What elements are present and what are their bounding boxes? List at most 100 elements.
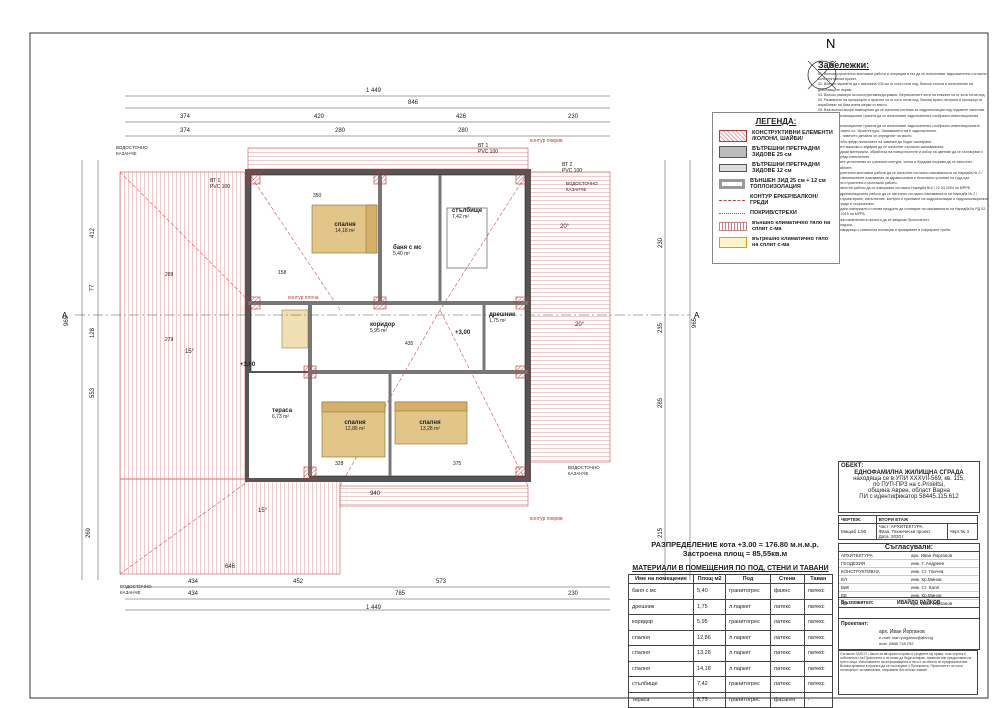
designer-email: e-mail: ivan.yorganov@abv.bg	[879, 635, 933, 640]
cell: 13,28	[693, 645, 727, 662]
investor-label: Възложител:	[841, 600, 874, 606]
dim-bot2-3: 573	[436, 579, 447, 585]
cell: латекс	[769, 645, 805, 662]
designer-name: арх. Иван Йорганов	[879, 629, 925, 635]
dim-right-3: 285	[658, 397, 665, 409]
level-mark-1: +3,00	[455, 330, 471, 336]
north-arrow: N	[807, 36, 837, 90]
section-mark-left: A	[62, 311, 68, 320]
dim-right-4: 215	[658, 527, 665, 539]
note-item: 16. Всички зидани материали и готови про…	[818, 207, 987, 217]
downpipe-label: КАЗАНЧЕ	[120, 590, 141, 595]
columns	[247, 171, 529, 480]
signatory: инж. Г. Андреев	[911, 561, 944, 566]
cell: латекс	[803, 629, 834, 646]
cell: латекс	[769, 676, 805, 693]
room-area: 1,75 m²	[489, 318, 506, 324]
legend-swatch	[719, 179, 745, 189]
downpipe-tr: ВОДОСТОЧНО КАЗАНЧЕ	[566, 181, 598, 193]
room-area: 14,18 m²	[335, 228, 355, 234]
legend-item: КОНТУР ЕРКЕР/БАЛКОН/ГРЕДИ	[719, 194, 833, 206]
pvc-label: PVC 100	[478, 149, 499, 155]
col-header: Стени	[769, 574, 805, 584]
ac-indoor-icon	[719, 236, 747, 248]
ridge-5	[119, 171, 249, 301]
legend-swatch-hatch	[719, 130, 747, 142]
cell: латекс	[803, 614, 834, 631]
furniture-beds	[281, 204, 488, 458]
signatory: арх. Иван Йорганов	[911, 553, 953, 558]
dim-bot-2: 785	[395, 591, 406, 597]
outer-wall	[245, 169, 531, 482]
wardrobe	[281, 309, 309, 349]
roof-bottom-left	[119, 478, 341, 575]
vt-mid: ВТ 1 PVC 100	[478, 143, 498, 155]
dim-right-2: 235	[658, 322, 665, 334]
copyright-disclaimer: Съгласно ЗАПСП / Закон за авторското пра…	[838, 650, 978, 695]
vt-label: ВТ 1	[478, 143, 489, 149]
notes-list: 01. Всички строително-монтажни работи и …	[818, 72, 988, 233]
cell: дрешник	[627, 598, 695, 615]
downpipe-tl: ВОДОСТОЧНО КАЗАНЧЕ	[116, 145, 148, 157]
dim-top-2: 420	[314, 114, 325, 120]
room-corridor: коридор 5,95 m²	[370, 322, 395, 334]
legend-item: ПОКРИВ/СТРЕХИ	[719, 210, 833, 216]
summary-level: РАЗПРЕДЕЛЕНИЕ кота +3.00 = 176.80 м.н.м.…	[651, 540, 819, 549]
room-staircase: стълбище 7,42 m²	[452, 208, 482, 220]
note-item: 03. Всички размери са конструктивни/догр…	[818, 92, 986, 97]
designer-phone: mob. 0888 718 752	[879, 641, 914, 646]
dim-top-3: 426	[456, 114, 467, 120]
terrace-wall	[247, 371, 311, 480]
downpipe-label: ВОДОСТОЧНО	[566, 181, 598, 186]
cell: баня с мс	[627, 583, 695, 600]
room-name: спалня	[344, 420, 366, 426]
cell: 14,18	[693, 660, 727, 677]
dim-289: 289	[165, 272, 174, 278]
dim-top2-3: 280	[458, 128, 469, 134]
dim-158: 158	[278, 270, 287, 276]
downpipe-label: ВОДОСТОЧНО	[116, 145, 148, 150]
dim-top-total: 1 449	[366, 88, 382, 94]
roof-contour-label-2: контур покрив	[530, 516, 563, 522]
room-area: 12,86 m²	[345, 426, 365, 432]
object-line: по ПУП-ПРЗ на с.Priseltsi,	[873, 482, 945, 488]
drawing-info-table: ЧЕРТЕЖ: ВТОРИ ЕТАЖ Мащаб 1:50 Част: АРХИ…	[838, 515, 979, 540]
vt-label: ВТ 2	[562, 162, 573, 168]
part-label: Част: АРХИТЕКТУРА	[878, 524, 923, 529]
ridge-1	[247, 171, 341, 311]
note-item: 04. Размерите на прозорците и вратите са…	[818, 98, 983, 108]
date-label: Дата: 2020 г.	[878, 534, 905, 539]
legend-swatch-dash	[719, 199, 745, 201]
downpipe-label: КАЗАНЧЕ	[566, 187, 587, 192]
object-line: ПИ с идентификатор 58445.115.612	[859, 494, 959, 500]
dim-left-1: 412	[90, 227, 97, 239]
slope-2: 15°	[185, 349, 195, 355]
note-item: 08. Removed - повечето детайли се опреде…	[818, 134, 913, 139]
downpipe-label: КАЗАНЧЕ	[568, 471, 589, 476]
object-line: находяща се в УПИ XXXVII-569, кв. 115,	[853, 476, 965, 482]
object-line: ЕДНОФАМИЛНА ЖИЛИЩНА СГРАДА	[854, 470, 964, 476]
cell: гранитогрес	[725, 676, 771, 693]
legend-swatch	[719, 164, 747, 172]
cell: 5,95	[693, 614, 727, 631]
sheet-no-label: Черт.№	[949, 529, 966, 534]
cell: латекс	[803, 660, 834, 677]
cell: гранитогрес	[725, 614, 771, 631]
cell: 7,42	[693, 676, 727, 693]
dim-left-4: 553	[90, 387, 97, 399]
dim-top2-2: 280	[335, 128, 346, 134]
roof-eaves	[119, 147, 611, 575]
discipline: АРХИТЕКТУРА	[841, 553, 873, 558]
cell: 6,73	[693, 691, 727, 708]
building-walls	[245, 169, 531, 482]
level-mark-2: +3,00	[240, 362, 256, 368]
room-terrace: тераса 6,73 m²	[272, 408, 292, 420]
room-closet: дрешник 1,75 m²	[489, 312, 515, 324]
legend-item: ВЪТРЕШНИ ПРЕГРАДНИ ЗИДОВЕ 25 см	[719, 146, 833, 158]
legend-swatch-dashdot	[719, 212, 745, 214]
